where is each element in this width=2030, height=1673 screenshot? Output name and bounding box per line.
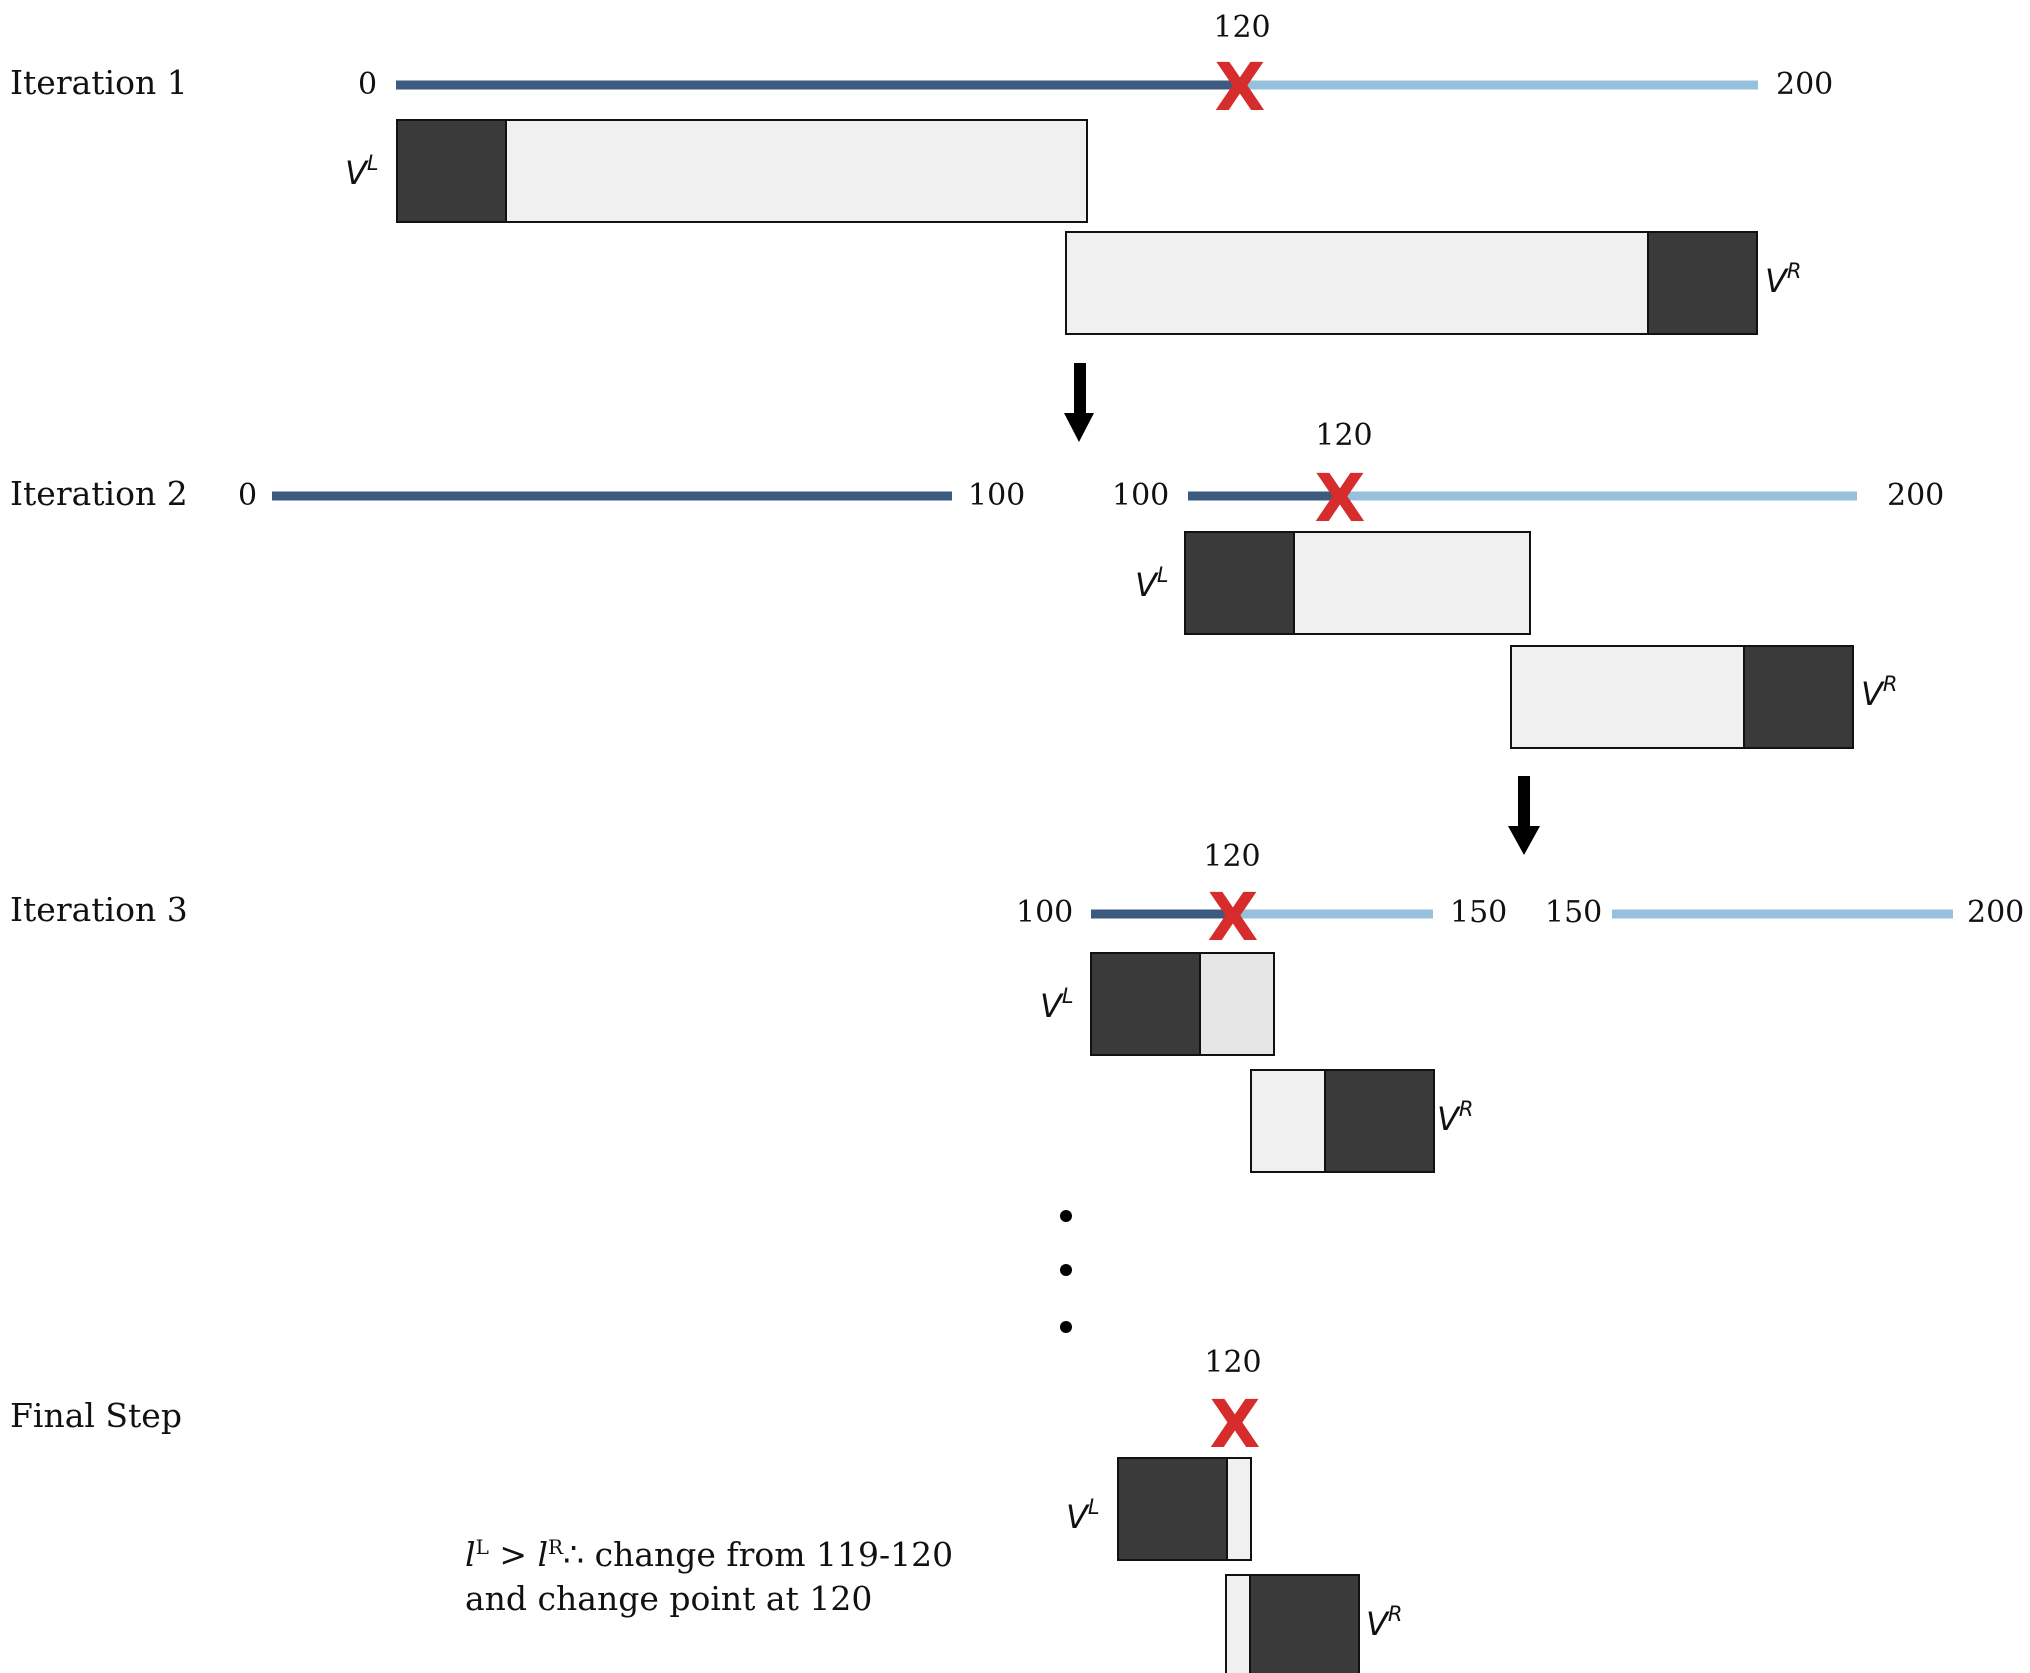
vl-label: VL xyxy=(345,151,379,192)
vr-box-dark-part xyxy=(1324,1069,1435,1173)
axis-start-label: 100 xyxy=(1112,478,1169,513)
greater-than: > xyxy=(488,1535,538,1574)
change-point-cross-icon: X xyxy=(1210,1386,1261,1463)
vr-label: VR xyxy=(1765,259,1801,300)
axis-start-label: 0 xyxy=(358,67,377,102)
l-sup-left: L xyxy=(475,1535,489,1559)
change-point-cross-icon: X xyxy=(1315,460,1366,537)
vl-box-dark-part xyxy=(1090,952,1201,1056)
vr-label: VR xyxy=(1366,1602,1402,1643)
axis-end-label: 150 xyxy=(1450,895,1507,930)
change-point-cross-icon: X xyxy=(1215,49,1266,126)
final-step-label: Final Step xyxy=(10,1396,182,1435)
change-point-cross-icon: X xyxy=(1208,879,1259,956)
conclusion-text: lL > lR∴ change from 119-120 and change … xyxy=(465,1525,975,1621)
axis-start-label: 0 xyxy=(238,478,257,513)
vr-label: VR xyxy=(1437,1097,1473,1138)
l-symbol: l xyxy=(537,1535,549,1574)
down-arrow-icon xyxy=(1064,363,1094,442)
vr-label: VR xyxy=(1861,672,1897,713)
axis-end-label: 200 xyxy=(1887,478,1944,513)
final-step: Final Step 120 X VL VR xyxy=(10,1345,1402,1673)
iteration-1: Iteration 1 0 200 120 X VL VR xyxy=(10,10,1833,335)
iteration-2: Iteration 2 0 100 100 200 120 X VL VR xyxy=(10,418,1944,749)
iteration-3: Iteration 3 100 150 150 200 120 X VL VR xyxy=(10,839,2024,1173)
axis-end-label: 200 xyxy=(1967,895,2024,930)
axis-end-label: 100 xyxy=(968,478,1025,513)
iteration-3-label: Iteration 3 xyxy=(10,890,188,929)
axis-start-label: 100 xyxy=(1016,895,1073,930)
change-point-label: 120 xyxy=(1203,839,1260,874)
vl-label: VL xyxy=(1040,984,1074,1025)
conclusion-body: change from 119-120 and change point at … xyxy=(465,1535,964,1618)
axis-end-label: 200 xyxy=(1776,67,1833,102)
change-point-label: 120 xyxy=(1204,1345,1261,1380)
vr-box-dark-part xyxy=(1249,1574,1360,1673)
l-symbol: l xyxy=(465,1535,476,1574)
ellipsis-icon xyxy=(1060,1210,1072,1333)
therefore-symbol: ∴ xyxy=(563,1535,585,1574)
vr-box-dark-part xyxy=(1647,231,1758,335)
change-point-label: 120 xyxy=(1315,418,1372,453)
iteration-2-label: Iteration 2 xyxy=(10,474,188,513)
vl-box-dark-part xyxy=(396,119,507,223)
vr-box xyxy=(1065,231,1758,335)
iteration-1-label: Iteration 1 xyxy=(10,63,188,102)
vl-box-dark-part xyxy=(1184,531,1295,635)
down-arrow-icon xyxy=(1508,776,1540,855)
vl-label: VL xyxy=(1135,563,1169,604)
vr-box-dark-part xyxy=(1743,645,1854,749)
l-sup-right: R xyxy=(548,1535,564,1559)
vl-box-dark-part xyxy=(1117,1457,1228,1561)
axis-start-label: 150 xyxy=(1545,895,1602,930)
vl-label: VL xyxy=(1066,1495,1100,1536)
change-point-label: 120 xyxy=(1213,10,1270,45)
